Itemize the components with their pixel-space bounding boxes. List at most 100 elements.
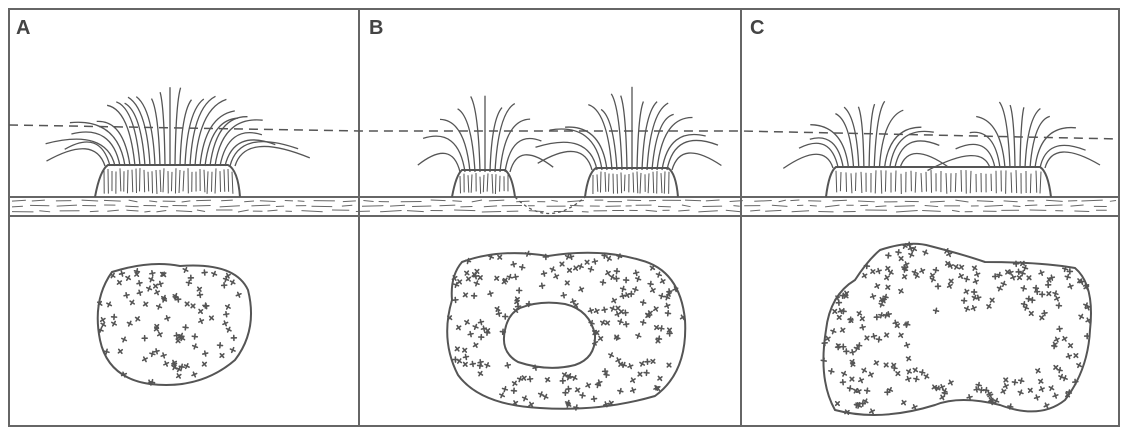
spore-mark	[912, 405, 917, 410]
colony-b-profile	[418, 87, 722, 214]
spore-mark	[1046, 282, 1051, 287]
spore-mark	[599, 336, 603, 340]
spore-mark	[1011, 275, 1016, 280]
spore-mark	[576, 388, 580, 392]
spore-mark	[838, 309, 843, 314]
frond-strand	[160, 92, 165, 166]
spore-mark	[885, 333, 889, 337]
spore-mark	[943, 389, 947, 393]
frond-strand	[458, 109, 475, 172]
frond-strand	[1040, 145, 1086, 168]
spore-mark	[1057, 326, 1062, 331]
spore-mark	[1054, 366, 1058, 370]
colony-a-body	[95, 165, 240, 197]
spore-mark	[563, 390, 568, 395]
spore-mark	[644, 370, 649, 375]
spore-mark	[896, 250, 901, 255]
frond-strand	[1030, 116, 1050, 168]
spore-mark	[609, 353, 613, 357]
spore-mark	[899, 333, 903, 337]
spore-mark	[923, 250, 928, 255]
spore-mark	[1001, 282, 1006, 287]
spore-mark	[472, 293, 477, 298]
spore-mark	[826, 337, 830, 341]
spore-mark	[452, 276, 456, 280]
spore-mark	[1044, 403, 1048, 407]
spore-mark	[641, 300, 646, 305]
spore-mark	[1059, 375, 1064, 380]
spore-mark	[529, 402, 533, 406]
spore-mark	[150, 271, 155, 276]
frond-strand	[858, 107, 864, 168]
spore-mark	[1053, 393, 1058, 398]
frond-strand	[47, 149, 106, 166]
spore-mark	[479, 335, 484, 340]
spore-mark	[837, 316, 841, 320]
spore-mark	[120, 271, 125, 276]
spore-mark	[920, 370, 925, 375]
spore-mark	[158, 282, 163, 287]
spore-mark	[478, 276, 482, 280]
spore-mark	[192, 372, 197, 377]
spore-mark	[959, 274, 963, 278]
spore-mark	[899, 257, 903, 261]
spore-mark	[1049, 386, 1053, 390]
spore-mark	[517, 288, 522, 293]
spore-mark	[513, 401, 517, 405]
spore-mark	[973, 279, 978, 284]
spore-mark	[606, 321, 610, 325]
spore-mark	[155, 290, 159, 294]
frond-strand	[799, 143, 838, 168]
spore-mark	[979, 388, 984, 393]
spore-mark	[665, 311, 670, 316]
spore-mark	[586, 383, 590, 387]
spore-mark	[902, 244, 906, 248]
spore-mark	[884, 363, 888, 367]
spore-mark	[1056, 303, 1061, 308]
spore-mark	[964, 289, 968, 293]
spore-mark	[607, 256, 611, 260]
spore-mark	[218, 343, 223, 348]
spore-mark	[117, 281, 121, 285]
spore-mark	[954, 265, 958, 269]
frond-strand	[783, 154, 833, 168]
spore-mark	[821, 358, 826, 363]
spore-mark	[841, 328, 845, 332]
spore-mark	[162, 297, 166, 301]
spore-mark	[930, 273, 934, 277]
spore-mark	[520, 265, 525, 270]
spore-mark	[1036, 369, 1040, 373]
spore-mark	[230, 348, 235, 353]
spore-mark	[606, 271, 610, 275]
spore-mark	[473, 325, 478, 330]
spore-mark	[560, 378, 565, 383]
spore-mark	[212, 272, 217, 277]
spore-mark	[503, 387, 508, 392]
substrate-band	[9, 197, 1119, 212]
spore-mark	[565, 281, 569, 285]
spore-mark	[872, 334, 877, 339]
spore-mark	[876, 269, 881, 274]
spore-mark	[202, 270, 207, 275]
spore-mark	[488, 291, 493, 296]
spore-mark	[580, 393, 585, 398]
frond-strand	[601, 109, 617, 170]
spore-mark	[226, 327, 230, 331]
spore-mark	[645, 359, 650, 364]
spore-mark	[906, 377, 911, 382]
spore-mark	[886, 285, 890, 289]
spore-mark	[865, 336, 869, 340]
spore-mark	[157, 304, 162, 309]
frond-strand	[970, 132, 1000, 168]
spore-mark	[1027, 276, 1031, 280]
spore-mark	[1018, 390, 1023, 395]
spore-mark	[835, 296, 839, 300]
spore-mark	[226, 305, 230, 309]
spore-mark	[479, 320, 484, 325]
spore-mark	[231, 335, 236, 340]
spore-mark	[1066, 354, 1071, 359]
spore-mark	[665, 303, 670, 308]
spore-mark	[614, 276, 619, 281]
spore-mark	[886, 266, 890, 270]
spore-mark	[505, 363, 510, 368]
